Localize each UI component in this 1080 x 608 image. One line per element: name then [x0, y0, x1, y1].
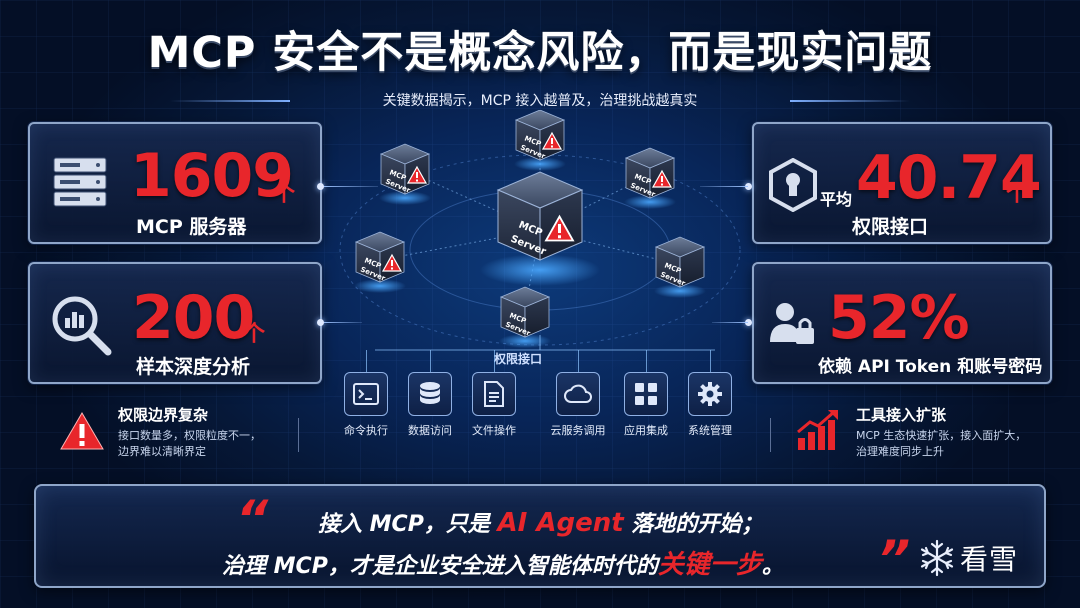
servers-unit: 个 [273, 182, 296, 207]
subtitle-line-left [170, 100, 290, 102]
servers-label: MCP 服务器 [136, 216, 247, 238]
feature-label: 应用集成 [624, 424, 668, 437]
database-icon [408, 372, 452, 416]
grid-apps-icon [624, 372, 668, 416]
quote-line-1-b: 落地的开始； [623, 512, 764, 537]
callout-left-title: 权限边界复杂 [118, 406, 209, 424]
callout-left-desc-1: 接口数量多，权限粒度不一， [118, 429, 261, 442]
quote-close-mark: ” [878, 530, 911, 588]
callout-permission-boundary: 权限边界复杂 接口数量多，权限粒度不一， 边界难以清晰界定 [30, 398, 320, 464]
gear-icon [688, 372, 732, 416]
connector-dot [745, 319, 752, 326]
permissions-value: 40.74 [856, 143, 1042, 213]
quote-line-2-b: 。 [761, 554, 784, 579]
connector-samples [322, 322, 362, 323]
samples-unit: 个 [243, 322, 266, 347]
quote-open-mark: “ [236, 490, 269, 548]
callout-tool-expansion: 工具接入扩张 MCP 生态快速扩张，接入面扩大， 治理难度同步上升 [770, 398, 1052, 464]
feature-grid-apps: 应用集成 [616, 372, 676, 438]
samples-value: 200 [132, 283, 255, 353]
callout-right-desc-2: 治理难度同步上升 [856, 445, 944, 458]
permissions-label: 权限接口 [852, 216, 929, 238]
feature-cloud: 云服务调用 [548, 372, 608, 438]
quote-banner: “ 接入 MCP，只是 AI Agent 落地的开始； 治理 MCP，才是企业安… [34, 484, 1046, 588]
feature-connector [366, 350, 367, 372]
connector-dot [317, 183, 324, 190]
connector-servers [322, 186, 378, 187]
growth-chart-icon [797, 410, 838, 450]
snowflake-icon [920, 539, 954, 577]
page-subtitle: 关键数据揭示，MCP 接入越普及，治理挑战越真实 [170, 89, 910, 113]
feature-gear: 系统管理 [680, 372, 740, 438]
callout-left-desc-2: 边界难以清晰界定 [118, 445, 206, 458]
feature-terminal: 命令执行 [336, 372, 396, 438]
file-icon [472, 372, 516, 416]
feature-file: 文件操作 [464, 372, 524, 438]
servers-value: 1609 [130, 141, 294, 211]
feature-connector [646, 350, 647, 372]
feature-connector [430, 350, 431, 372]
server-rack-icon [53, 157, 107, 207]
quote-line-2-a: 治理 MCP，才是企业安全进入智能体时代的 [222, 554, 658, 579]
subtitle-text: 关键数据揭示，MCP 接入越普及，治理挑战越真实 [382, 93, 698, 109]
callout-right-title: 工具接入扩张 [856, 406, 947, 424]
quote-line-1-highlight: AI Agent [497, 508, 624, 538]
feature-connector [578, 350, 579, 372]
quote-line-2-highlight: 关键一步 [657, 550, 762, 580]
connector-permissions [700, 186, 748, 187]
center-glow [480, 254, 600, 286]
connector-dot [317, 319, 324, 326]
permissions-unit: 个 [1006, 182, 1029, 207]
samples-label: 样本深度分析 [136, 356, 251, 378]
feature-label: 云服务调用 [550, 424, 606, 437]
permissions-prefix: 平均 [820, 190, 853, 209]
quote-line-1-a: 接入 MCP，只是 [318, 512, 498, 537]
feature-connector [710, 350, 711, 372]
stat-panel-tokens: 52% 依赖 API Token 和账号密码 [752, 262, 1052, 384]
feature-label: 系统管理 [688, 424, 732, 437]
connector-tokens [712, 322, 748, 323]
quote-line-1: 接入 MCP，只是 AI Agent 落地的开始； [318, 506, 763, 538]
permission-bus [375, 335, 715, 351]
callout-right-desc-1: MCP 生态快速扩张，接入面扩大， [856, 429, 1027, 442]
terminal-icon [344, 372, 388, 416]
user-lock-icon [770, 303, 814, 344]
stat-panel-permissions: 平均 40.74 个 权限接口 [752, 122, 1052, 244]
warning-triangle-icon [60, 412, 104, 450]
center-server-cube: MCP Server [496, 171, 584, 261]
feature-label: 命令执行 [344, 424, 388, 437]
magnifier-chart-icon [52, 296, 112, 356]
connector-dot [745, 183, 752, 190]
subtitle-line-right [790, 100, 910, 102]
stat-panel-samples: 200 个 样本深度分析 [28, 262, 322, 384]
cloud-icon [556, 372, 600, 416]
divider [770, 418, 771, 452]
tokens-value: 52% [828, 283, 970, 353]
feature-label: 文件操作 [472, 424, 516, 437]
tokens-label: 依赖 API Token 和账号密码 [818, 357, 1043, 377]
stat-panel-servers: 1609 个 MCP 服务器 [28, 122, 322, 244]
feature-label: 数据访问 [408, 424, 452, 437]
page-title: MCP 安全不是概念风险，而是现实问题 [147, 28, 933, 78]
quote-line-2: 治理 MCP，才是企业安全进入智能体时代的关键一步。 [222, 544, 784, 581]
divider [298, 418, 299, 452]
brand-name: 看雪 [960, 543, 1019, 576]
feature-database: 数据访问 [400, 372, 460, 438]
permission-interface-label: 权限接口 [494, 352, 543, 366]
brand-logo: 看雪 [918, 535, 1018, 581]
shield-lock-icon [769, 158, 817, 212]
feature-connector [494, 350, 495, 372]
